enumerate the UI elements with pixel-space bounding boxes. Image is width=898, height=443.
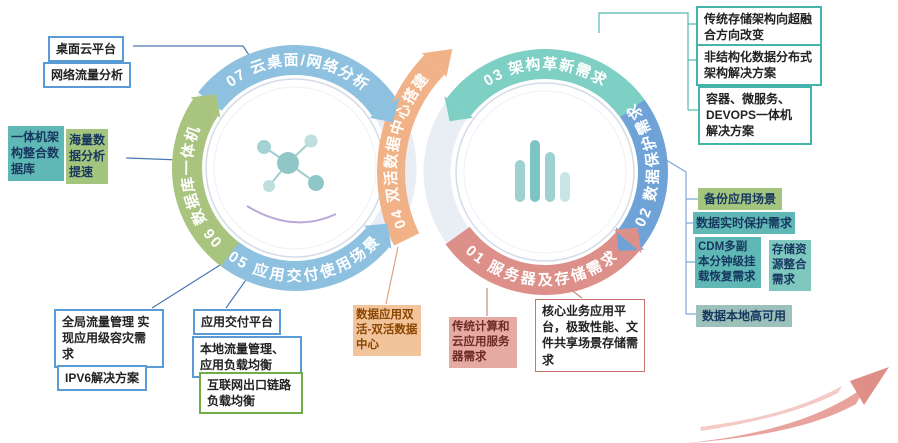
arc-06-arrowhead bbox=[190, 94, 221, 118]
label-dual-active: 数据应用双活-双活数据中心 bbox=[353, 305, 421, 356]
arc-01-server-storage bbox=[445, 226, 640, 296]
network-molecule-icon bbox=[257, 134, 324, 192]
purple-accent-arc bbox=[246, 205, 337, 224]
label-core-business: 核心业务应用平台，极致性能、文件共享场景存储需求 bbox=[535, 299, 645, 372]
label-storage-merge: 存储资源整合需求 bbox=[769, 240, 811, 291]
label-container-devops: 容器、微服务、DEVOPS一体机解决方案 bbox=[698, 86, 812, 145]
label-storage-hci: 传统存储架构向超融合方向改变 bbox=[696, 6, 822, 49]
arc-06-database bbox=[171, 99, 243, 270]
arc-05-arrowhead bbox=[363, 223, 392, 249]
arc-04-arrowhead bbox=[422, 49, 453, 77]
arc-05-app-delivery bbox=[221, 227, 390, 291]
label-desktop-cloud: 桌面云平台 bbox=[48, 36, 125, 63]
arc-07-arrowhead bbox=[369, 97, 400, 123]
swoosh-arrow bbox=[688, 367, 889, 443]
label-local-ha: 数据本地高可用 bbox=[696, 305, 793, 328]
label-internet-link: 互联网出口链路负载均衡 bbox=[199, 372, 303, 415]
label-mass-data: 海量数据分析提速 bbox=[66, 129, 108, 184]
label-ipv6: IPV6解决方案 bbox=[57, 365, 148, 392]
label-unstructured: 非结构化数据分布式架构解决方案 bbox=[696, 44, 822, 87]
bar-chart-icon bbox=[515, 140, 570, 202]
label-app-delivery: 应用交付平台 bbox=[193, 309, 282, 336]
arc-07-cloud-desktop bbox=[198, 45, 397, 116]
label-cdm: CDM多副本分钟级挂载恢复需求 bbox=[695, 237, 761, 288]
label-realtime-protect: 数据实时保护需求 bbox=[693, 212, 796, 235]
label-network-flow: 网络流量分析 bbox=[43, 62, 132, 89]
label-backup: 备份应用场景 bbox=[698, 188, 783, 211]
label-aio-architecture: 一体机架构整合数据库 bbox=[8, 126, 64, 181]
arc-02-data-protect bbox=[608, 82, 668, 248]
label-local-traffic: 本地流量管理、应用负载均衡 bbox=[192, 336, 302, 379]
arc-03-arrowhead bbox=[444, 96, 474, 122]
right-hub-circle bbox=[455, 82, 635, 262]
label-global-traffic: 全局流量管理 实现应用级容灾需求 bbox=[54, 309, 164, 368]
left-hub-circle bbox=[205, 78, 385, 258]
arc-03-arch-reform bbox=[446, 49, 645, 118]
arc-01-arrowhead bbox=[613, 227, 642, 253]
label-traditional-compute: 传统计算和云应用服务器需求 bbox=[449, 317, 517, 368]
